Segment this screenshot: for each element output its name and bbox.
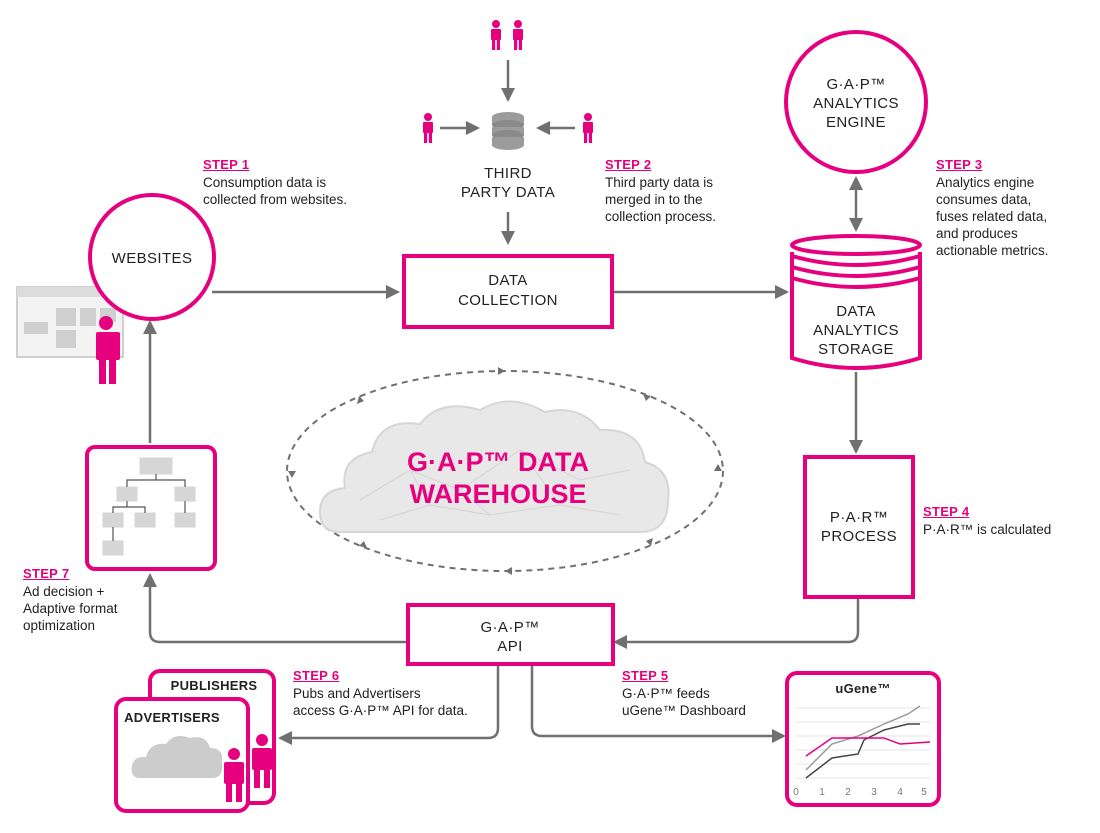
analytics-engine-circle	[784, 30, 928, 174]
step-6: STEP 6 Pubs and Advertisers access G·A·P…	[293, 668, 468, 719]
step-3-desc: Analytics engine consumes data, fuses re…	[936, 175, 1049, 258]
arrow-api-to-advertisers	[278, 664, 500, 745]
step-3: STEP 3 Analytics engine consumes data, f…	[936, 157, 1049, 259]
step-1-label: STEP 1	[203, 157, 250, 172]
step-7: STEP 7 Ad decision + Adaptive format opt…	[23, 566, 118, 634]
person-icon-left	[423, 113, 433, 143]
data-collection-label-line2: COLLECTION	[458, 292, 558, 309]
step-6-desc: Pubs and Advertisers access G·A·P™ API f…	[293, 686, 468, 718]
step-5-label: STEP 5	[622, 668, 669, 683]
data-analytics-storage-cylinder	[790, 234, 922, 370]
advertisers-card: ADVERTISERS	[114, 697, 272, 813]
flow-arrows	[143, 60, 863, 745]
ugene-x-ticks: 0 1 2 3 4 5	[793, 787, 927, 798]
ugene-title: uGene™	[835, 681, 890, 696]
publishers-label: PUBLISHERS	[171, 678, 258, 693]
analytics-engine-label-line3: ENGINE	[826, 114, 886, 131]
api-label-line2: API	[497, 638, 522, 655]
person-icon-top-left	[491, 20, 501, 50]
website-user-icon	[96, 316, 120, 384]
database-icon	[492, 112, 524, 150]
ugene-line-grey-light	[805, 705, 921, 771]
websites-node: WEBSITES	[16, 193, 216, 384]
step-1: STEP 1 Consumption data is collected fro…	[203, 157, 347, 208]
par-process-label-line1: P·A·R™	[830, 509, 888, 526]
person-icon-top-right	[513, 20, 523, 50]
step-4-desc: P·A·R™ is calculated	[923, 522, 1052, 537]
step-2-label: STEP 2	[605, 157, 652, 172]
par-process-box	[803, 455, 915, 599]
ugene-tick-4: 4	[897, 787, 903, 798]
arrow-par-to-api	[613, 598, 860, 649]
step-7-desc: Ad decision + Adaptive format optimizati…	[23, 584, 118, 633]
storage-label-line1: DATA	[836, 303, 875, 320]
arrow-api-to-ugene	[530, 664, 786, 743]
warehouse-label-line1: G·A·P™ DATA	[407, 447, 589, 477]
storage-label-line2: ANALYTICS	[813, 322, 899, 339]
step-5: STEP 5 G·A·P™ feeds uGene™ Dashboard	[622, 668, 746, 719]
step-2-desc: Third party data is merged in to the col…	[605, 175, 717, 224]
step-7-label: STEP 7	[23, 566, 70, 581]
step-4-label: STEP 4	[923, 504, 970, 519]
ugene-tick-3: 3	[871, 787, 877, 798]
warehouse-label-line2: WAREHOUSE	[409, 479, 586, 509]
ugene-tick-1: 1	[819, 787, 825, 798]
third-party-label-line2: PARTY DATA	[461, 184, 555, 201]
ugene-tick-0: 0	[793, 787, 799, 798]
cloud-icon	[318, 400, 670, 533]
third-party-label-line1: THIRD	[484, 165, 532, 182]
api-box	[406, 603, 615, 666]
ugene-line-pink	[805, 737, 931, 757]
websites-label: WEBSITES	[112, 250, 193, 267]
step-1-desc: Consumption data is collected from websi…	[203, 175, 348, 207]
advertisers-cloud-icon	[131, 736, 223, 778]
step-4: STEP 4 P·A·R™ is calculated	[923, 504, 1051, 538]
ugene-tick-5: 5	[921, 787, 927, 798]
data-collection-label-line1: DATA	[488, 272, 527, 289]
data-collection-box	[402, 254, 614, 329]
storage-label-line3: STORAGE	[818, 341, 894, 358]
arrow-api-to-chart-tool	[143, 573, 408, 644]
warehouse-orbit	[286, 367, 724, 575]
advertiser-people-icon	[224, 734, 272, 802]
person-icon-right	[583, 113, 593, 143]
par-process-label-line2: PROCESS	[821, 528, 897, 545]
flowchart-icon	[102, 457, 196, 556]
step-6-label: STEP 6	[293, 668, 340, 683]
ugene-dashboard: uGene™ 0 1 2 3 4 5	[785, 671, 941, 807]
ugene-tick-2: 2	[845, 787, 851, 798]
api-label-line1: G·A·P™	[480, 619, 539, 636]
ugene-line-dark	[805, 723, 920, 779]
analytics-engine-label-line2: ANALYTICS	[813, 95, 899, 112]
websites-circle	[88, 193, 216, 321]
step-3-label: STEP 3	[936, 157, 983, 172]
step-2: STEP 2 Third party data is merged in to …	[605, 157, 716, 225]
ugene-gridlines	[796, 707, 930, 779]
advertisers-label: ADVERTISERS	[124, 710, 220, 725]
step-5-desc: G·A·P™ feeds uGene™ Dashboard	[622, 686, 746, 718]
analytics-engine-label-line1: G·A·P™	[826, 76, 885, 93]
ad-decision-box	[85, 445, 217, 571]
